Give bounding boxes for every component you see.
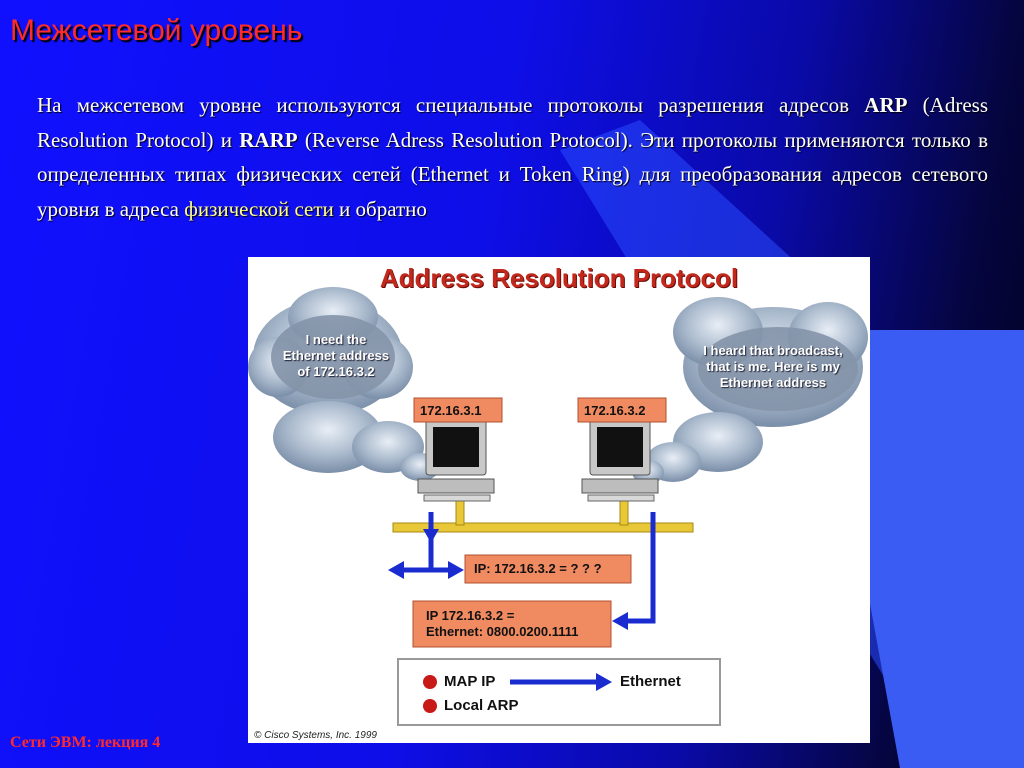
- text-part-2: (Adress Resolution Protocol) и: [37, 93, 989, 152]
- left-cloud-text: I need the Ethernet address of 172.16.3.…: [256, 332, 416, 380]
- background-corner-shape: [820, 330, 1024, 768]
- arp-reply-line: Ethernet: 0800.0200.1111: [426, 624, 579, 639]
- arrow-head-down: [423, 529, 439, 543]
- ethernet-bus: [392, 522, 694, 533]
- arrow-head-left: [388, 561, 404, 579]
- text-rarp: RARP: [239, 127, 298, 152]
- left-cloud-line: I need the: [305, 332, 367, 347]
- left-cloud-line: Ethernet address: [282, 348, 390, 363]
- left-ip-label: 172.16.3.1: [420, 403, 482, 418]
- arp-reply-text: IP 172.16.3.2 = Ethernet: 0800.0200.1111: [426, 608, 579, 640]
- slide-title: Межсетевой уровень: [10, 14, 303, 47]
- arp-request-text: IP: 172.16.3.2 = ? ? ?: [474, 561, 602, 576]
- text-part-1: На межсетевом уровне используются специа…: [37, 93, 865, 117]
- right-thought-cloud: [632, 297, 868, 484]
- text-part-5: и обратно: [333, 196, 427, 221]
- right-cloud-line: Ethernet address: [719, 375, 827, 390]
- legend-bullet-2: [423, 699, 437, 713]
- legend-box: [397, 658, 721, 726]
- text-arp: ARP: [864, 93, 908, 117]
- legend-arrow-head: [596, 673, 612, 691]
- arp-reply-box: [412, 600, 612, 648]
- right-ip-tag: [577, 397, 667, 423]
- left-computer-icon: [417, 419, 495, 502]
- right-ip-label: 172.16.3.2: [584, 403, 646, 418]
- broadcast-arrow: [398, 512, 456, 573]
- diagram-title: Address Resolution Protocol: [379, 263, 739, 293]
- arrow-head-right: [448, 561, 464, 579]
- text-part-3: (Reverse Adress Resolution Protocol). Эт…: [37, 127, 988, 221]
- arp-diagram-graphics: [248, 287, 868, 726]
- arp-reply-line: IP 172.16.3.2 =: [426, 608, 515, 623]
- arp-request-box: [464, 554, 632, 584]
- legend-local-arp: Local ARP: [444, 697, 519, 714]
- slide-body-text: На межсетевом уровне используются специа…: [37, 88, 988, 226]
- copyright-notice: © Cisco Systems, Inc. 1999: [254, 730, 377, 741]
- reply-arrow: [622, 512, 656, 624]
- right-cloud-text: I heard that broadcast, that is me. Here…: [680, 343, 866, 391]
- reply-arrow-head: [612, 612, 628, 630]
- left-thought-cloud: [248, 287, 440, 481]
- text-highlight: физической сети: [184, 196, 334, 221]
- right-cloud-line: that is me. Here is my: [706, 359, 840, 374]
- right-computer-icon: [581, 419, 659, 502]
- legend-bullet-1: [423, 675, 437, 689]
- right-drop-cable: [619, 498, 629, 526]
- slide-footer: Сети ЭВМ: лекция 4: [10, 734, 161, 751]
- legend-map-ip: MAP IP: [444, 673, 496, 690]
- arp-diagram: Address Resolution Protocol I need the E…: [248, 257, 870, 743]
- left-cloud-line: of 172.16.3.2: [297, 364, 375, 379]
- legend-ethernet: Ethernet: [620, 673, 681, 690]
- left-ip-tag: [413, 397, 503, 423]
- right-cloud-line: I heard that broadcast,: [703, 343, 843, 358]
- left-drop-cable: [455, 498, 465, 526]
